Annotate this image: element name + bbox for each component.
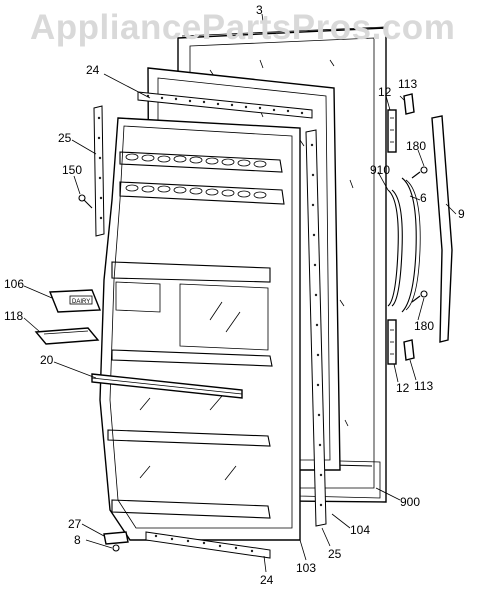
callout-labels: 3 24 113 12 25 150 180 910 6 9 106 118 1… [4,3,465,587]
handle-910 [387,189,403,307]
screw-180-top [411,166,428,179]
callout-25-bottom: 25 [328,547,342,561]
dairy-label: DAIRY [72,299,90,305]
callout-150: 150 [62,163,82,177]
callout-103: 103 [296,561,316,575]
callout-180-bottom: 180 [414,319,434,333]
handle-cap-113-top [403,93,415,115]
callout-6: 6 [420,191,427,205]
shelf-bar-20 [91,373,243,399]
bracket-27 [103,531,129,545]
callout-9: 9 [458,207,465,221]
callout-24-top: 24 [86,63,100,77]
handle-6 [401,177,421,313]
handle-9 [431,115,453,343]
dairy-door-106: DAIRY [48,289,102,313]
dairy-tray-118 [34,327,100,345]
inner-door-liner [99,117,301,541]
callout-24-bottom: 24 [260,573,274,587]
callout-113-top: 113 [398,77,417,91]
callout-118: 118 [4,309,23,323]
callout-20: 20 [40,353,54,367]
callout-180-top: 180 [406,139,426,153]
callout-104: 104 [350,523,370,537]
screw-180-bottom [411,290,428,303]
watermark: AppliancePartsPros.com [30,8,456,47]
leader-lines [23,13,457,573]
callout-12-top: 12 [378,85,392,99]
callout-113-bottom: 113 [414,379,433,393]
breaker-strip-24-top [137,91,313,119]
handle-mount-12-top [387,109,397,153]
callout-8: 8 [74,533,81,547]
breaker-strip-25-right [305,129,327,527]
callout-910: 910 [370,163,390,177]
callout-25-left: 25 [58,131,72,145]
handle-mount-12-bottom [387,319,397,365]
callout-27: 27 [68,517,82,531]
callout-106: 106 [4,277,24,291]
handle-cap-113-bottom [403,339,415,361]
breaker-strip-25-left [93,105,105,237]
callout-3: 3 [256,3,263,17]
screw-8 [112,544,120,552]
breaker-strip-24-bottom [145,531,271,559]
callout-12-bottom: 12 [396,381,410,395]
callout-900: 900 [400,495,420,509]
screw-150 [78,194,93,209]
